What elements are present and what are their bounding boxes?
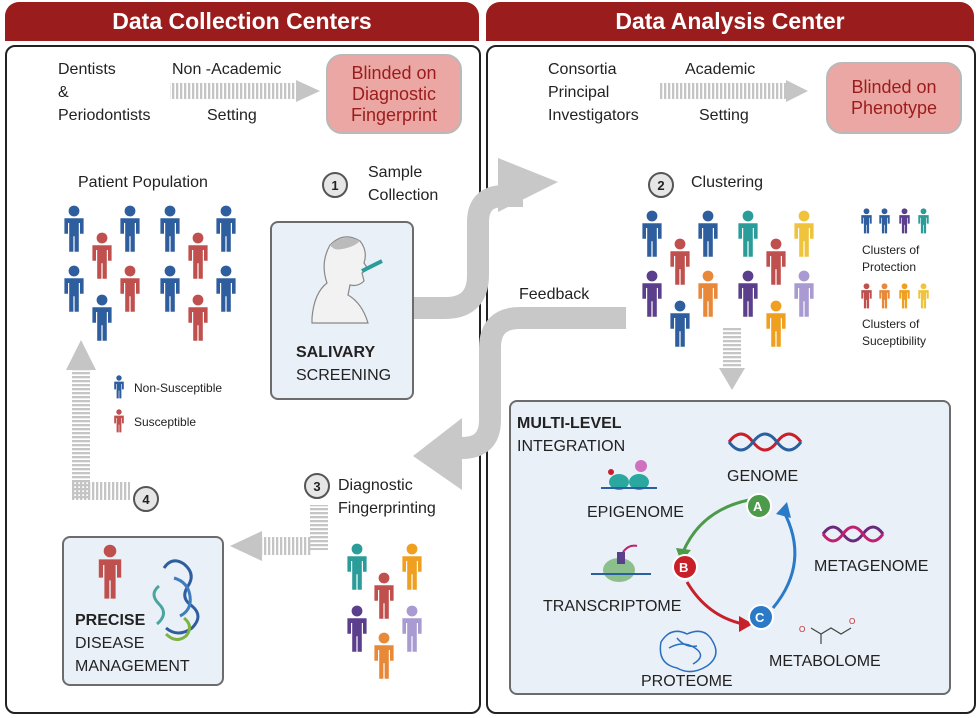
- clustering-people: [642, 210, 814, 347]
- genome-dna-icon: [727, 432, 803, 452]
- dentists-label: Dentists&Periodontists: [58, 61, 151, 124]
- setting-label-right: Setting: [699, 107, 749, 124]
- epigenome-icon: [601, 460, 657, 490]
- metabolome-label: METABOLOME: [769, 653, 881, 670]
- integration-label: INTEGRATION: [517, 438, 626, 455]
- feedback-label: Feedback: [519, 286, 590, 303]
- header-data-analysis: Data Analysis Center: [486, 2, 974, 41]
- step-1-badge: 1: [322, 172, 348, 198]
- svg-text:O: O: [799, 625, 805, 634]
- legend-non-susceptible: Non-Susceptible: [134, 381, 223, 395]
- arrow-a-to-b: [681, 498, 750, 553]
- patient-population: [64, 205, 236, 341]
- salivary-screening-box: SALIVARY SCREENING: [270, 221, 414, 400]
- header-data-collection: Data Collection Centers: [5, 2, 479, 41]
- node-c: [748, 604, 774, 630]
- arrow-to-clustering: [412, 180, 523, 319]
- multi-level-bold: MULTI-LEVEL: [517, 415, 622, 432]
- metagenome-dna-icon: [821, 525, 885, 543]
- node-c-label: C: [755, 610, 765, 625]
- metagenome-label: METAGENOME: [814, 558, 929, 575]
- epigenome-label: EPIGENOME: [587, 504, 684, 521]
- protein-structure-icon: [98, 544, 200, 641]
- disease-label: DISEASE: [75, 635, 145, 652]
- screening-label: SCREENING: [296, 367, 392, 384]
- svg-text:O: O: [849, 617, 855, 626]
- arrow-b-to-c: [685, 581, 744, 626]
- patient-population-title: Patient Population: [78, 174, 208, 191]
- clustering-label: Clustering: [691, 174, 764, 191]
- multi-level-integration-box: MULTI-LEVEL INTEGRATION: [509, 400, 951, 695]
- person-saliva-icon: [311, 236, 383, 324]
- node-b-label: B: [679, 560, 689, 575]
- omics-cycle: O O: [591, 432, 885, 673]
- proteome-label: PROTEOME: [641, 673, 733, 690]
- node-a: [746, 493, 772, 519]
- legend-susceptible: Susceptible: [134, 415, 197, 429]
- diagnostic-people: [347, 543, 422, 679]
- step-2-badge: 2: [648, 172, 674, 198]
- setting-arrow-right: [660, 80, 808, 102]
- step-3-badge: 3: [304, 473, 330, 499]
- metabolome-icon: O O: [799, 617, 855, 644]
- transcriptome-label: TRANSCRIPTOME: [543, 598, 682, 615]
- academic-label: Academic: [685, 61, 756, 78]
- step-4-badge: 4: [133, 486, 159, 512]
- transcriptome-icon: [591, 544, 651, 582]
- management-label: MANAGEMENT: [75, 658, 190, 675]
- precise-bold: PRECISE: [75, 612, 146, 629]
- non-academic-label: Non -Academic: [172, 61, 282, 78]
- node-a-label: A: [753, 499, 763, 514]
- precise-management-box: PRECISE DISEASE MANAGEMENT: [62, 536, 224, 686]
- arrow-feedback: [455, 307, 626, 459]
- salivary-bold: SALIVARY: [296, 344, 376, 361]
- proteome-icon: [659, 630, 717, 673]
- genome-label: GENOME: [727, 468, 799, 485]
- setting-arrow-left: [170, 80, 320, 102]
- setting-label-left: Setting: [207, 107, 257, 124]
- arrow-c-to-a: [771, 509, 797, 609]
- node-b: [672, 554, 698, 580]
